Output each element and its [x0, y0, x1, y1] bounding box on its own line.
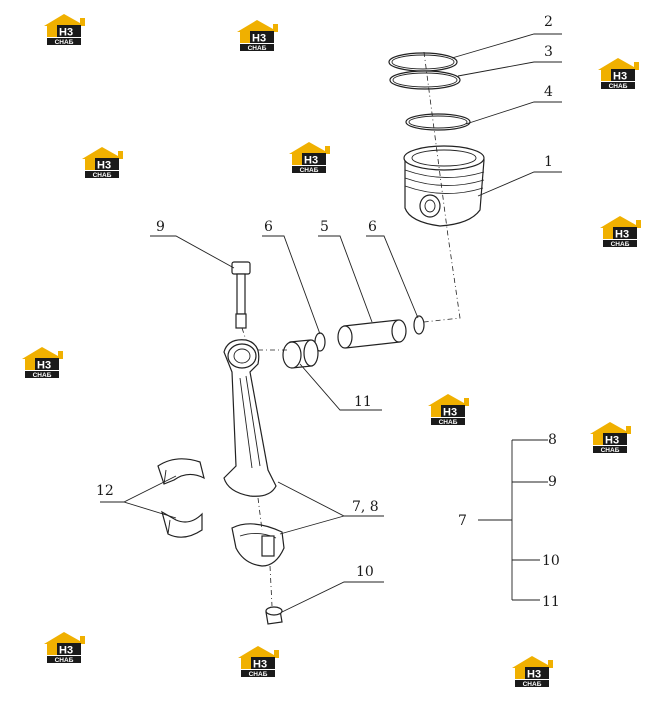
svg-text:H3: H3	[443, 407, 457, 419]
svg-text:H3: H3	[615, 229, 629, 241]
svg-text:СНАБ: СНАБ	[300, 167, 319, 174]
callout-12: 12	[96, 483, 114, 499]
leader-2	[451, 33, 562, 59]
svg-text:H3: H3	[527, 669, 541, 681]
watermark-logo: H3 СНАБ	[586, 420, 634, 454]
watermark-logo: H3 СНАБ	[40, 12, 88, 46]
piston-ring-2-inner	[391, 54, 455, 70]
leader-3	[457, 61, 562, 77]
callout-11-rod: 11	[354, 394, 372, 410]
house-logo-icon: H3 СНАБ	[600, 216, 641, 248]
piston-ring-4	[405, 113, 471, 131]
callout-10-nut: 10	[356, 564, 374, 580]
svg-text:СНАБ: СНАБ	[249, 671, 268, 678]
house-logo-icon: H3 СНАБ	[598, 58, 639, 90]
house-logo-icon: H3 СНАБ	[590, 422, 631, 454]
house-logo-icon: H3 СНАБ	[44, 632, 85, 664]
svg-text:СНАБ: СНАБ	[33, 372, 52, 379]
bearing-shell-lower	[161, 510, 203, 538]
house-logo-icon: H3 СНАБ	[22, 347, 63, 379]
svg-text:H3: H3	[97, 160, 111, 172]
callout-4: 4	[544, 84, 553, 100]
callout-3: 3	[544, 44, 553, 60]
centerline-cap	[257, 497, 273, 607]
watermark-logo: H3 СНАБ	[18, 345, 66, 379]
svg-text:СНАБ: СНАБ	[601, 447, 620, 454]
watermark-logo: H3 СНАБ	[424, 392, 472, 426]
piston	[403, 145, 485, 227]
callout-8-tree: 8	[548, 432, 557, 448]
svg-text:СНАБ: СНАБ	[93, 172, 112, 179]
callout-10-tree: 10	[542, 553, 560, 569]
leader-78	[277, 481, 384, 535]
leader-12	[100, 475, 177, 519]
svg-text:H3: H3	[252, 33, 266, 45]
watermark-logo: H3 СНАБ	[508, 654, 556, 688]
callout-2: 2	[544, 14, 553, 30]
callout-7-tree: 7	[458, 513, 467, 529]
callout-6-right: 6	[368, 219, 377, 235]
house-logo-icon: H3 СНАБ	[237, 20, 278, 52]
centerline-bolt	[241, 327, 247, 341]
callout-6-left: 6	[264, 219, 273, 235]
small-end-bushing	[282, 339, 319, 369]
house-logo-icon: H3 СНАБ	[238, 646, 279, 678]
svg-text:H3: H3	[253, 659, 267, 671]
callout-11-tree: 11	[542, 594, 560, 610]
callout-9-top: 9	[156, 219, 165, 235]
svg-text:СНАБ: СНАБ	[55, 39, 74, 46]
watermark-logo: H3 СНАБ	[40, 630, 88, 664]
retaining-ring-right	[413, 315, 425, 335]
house-logo-icon: H3 СНАБ	[82, 147, 123, 179]
watermark-logo: H3 СНАБ	[234, 644, 282, 678]
leader-10	[281, 581, 384, 613]
house-logo-icon: H3 СНАБ	[428, 394, 469, 426]
callout-5: 5	[320, 219, 329, 235]
svg-text:СНАБ: СНАБ	[248, 45, 267, 52]
leader-11	[299, 363, 382, 411]
house-logo-icon: H3 СНАБ	[512, 656, 553, 688]
svg-text:СНАБ: СНАБ	[609, 83, 628, 90]
watermark-logo: H3 СНАБ	[594, 56, 642, 90]
svg-text:СНАБ: СНАБ	[523, 681, 542, 688]
centerline-rings	[423, 51, 461, 323]
svg-text:H3: H3	[605, 435, 619, 447]
svg-text:H3: H3	[304, 155, 318, 167]
svg-text:СНАБ: СНАБ	[611, 241, 630, 248]
watermark-logo: H3 СНАБ	[78, 145, 126, 179]
svg-text:H3: H3	[37, 360, 51, 372]
piston-ring-3	[389, 70, 461, 90]
house-logo-icon: H3 СНАБ	[289, 142, 330, 174]
connecting-rod	[223, 339, 277, 497]
rod-bolt	[231, 261, 251, 329]
callout-1: 1	[544, 154, 553, 170]
bearing-shell-upper	[157, 458, 205, 485]
svg-text:СНАБ: СНАБ	[55, 657, 74, 664]
piston-ring-3-inner	[392, 72, 458, 88]
callout-9-tree: 9	[548, 474, 557, 490]
tree-7	[478, 439, 548, 601]
watermark-logo: H3 СНАБ	[285, 140, 333, 174]
piston-ring-2	[388, 52, 458, 72]
svg-text:H3: H3	[613, 71, 627, 83]
rod-nut	[265, 606, 283, 625]
watermark-logo: H3 СНАБ	[233, 18, 281, 52]
piston-pin	[337, 319, 407, 349]
leader-6-left	[262, 235, 321, 335]
leader-4	[465, 101, 562, 125]
leader-6-right	[366, 235, 419, 319]
leader-1	[477, 171, 562, 197]
piston-ring-4-inner	[408, 115, 468, 129]
connecting-rod-cap	[231, 523, 285, 567]
house-logo-icon: H3 СНАБ	[44, 14, 85, 46]
svg-text:СНАБ: СНАБ	[439, 419, 458, 426]
svg-text:H3: H3	[59, 27, 73, 39]
watermark-logo: H3 СНАБ	[596, 214, 644, 248]
callout-7-8: 7, 8	[352, 499, 379, 515]
leader-9-top	[150, 235, 235, 269]
leader-5	[318, 235, 373, 323]
svg-text:H3: H3	[59, 645, 73, 657]
